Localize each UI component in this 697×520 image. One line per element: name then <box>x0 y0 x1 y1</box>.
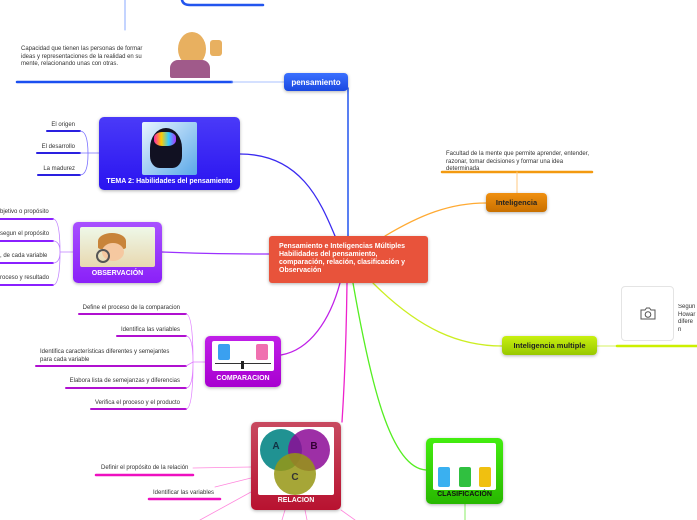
observacion-label: OBSERVACIÓN <box>91 270 144 277</box>
thinking-man-image <box>170 30 228 78</box>
relacion-label: RELACION <box>277 497 315 504</box>
camera-icon <box>640 307 655 320</box>
comparacion-label: COMPARACION <box>216 375 270 382</box>
relacion-node[interactable]: A B C RELACION <box>251 422 341 510</box>
tema2-node[interactable]: TEMA 2: Habilidades del pensamiento <box>99 117 240 190</box>
relacion-child[interactable]: Definir el propósito de la relación <box>101 465 189 471</box>
comparacion-child[interactable]: Define el proceso de la comparacion <box>82 305 180 311</box>
recycling-bins-image <box>433 443 496 490</box>
brain-head-image <box>142 122 197 175</box>
comparacion-child[interactable]: Identifica las variables <box>120 327 180 333</box>
relacion-child[interactable]: Identificar las variables <box>153 490 215 496</box>
balance-scale-image <box>212 341 274 371</box>
observacion-child[interactable]: roceso y resultado <box>0 275 50 281</box>
venn-c: C <box>274 453 316 495</box>
comparacion-child[interactable]: Elabora lista de semejanzas y diferencia… <box>69 378 180 384</box>
tema2-label: TEMA 2: Habilidades del pensamiento <box>106 178 233 185</box>
observacion-child[interactable]: bjetivo o propósito <box>0 209 49 215</box>
pensamiento-note: Capacidad que tienen las personas de for… <box>21 46 143 67</box>
clasificacion-label: CLASIFICACIÓN <box>437 491 492 498</box>
venn-diagram-image: A B C <box>258 427 334 495</box>
inteligencia-multiple-node[interactable]: Inteligencia multiple <box>502 336 597 355</box>
inteligencia-note: Facultad de la mente que permite aprende… <box>446 151 590 172</box>
observacion-child[interactable]: , de cada variable <box>0 253 48 259</box>
comparacion-child[interactable]: Verifica el proceso y el producto <box>94 400 180 406</box>
pensamiento-node[interactable]: pensamiento <box>284 73 348 91</box>
observacion-child[interactable]: segun el propósito <box>0 231 50 237</box>
image-placeholder[interactable] <box>621 286 674 341</box>
tema2-child[interactable]: El desarrollo <box>41 144 75 150</box>
central-topic[interactable]: Pensamiento e Inteligencias Múltiples Ha… <box>269 236 428 283</box>
tema2-child[interactable]: El origen <box>51 122 75 128</box>
tema2-child[interactable]: La madurez <box>43 166 75 172</box>
clasificacion-node[interactable]: CLASIFICACIÓN <box>426 438 503 504</box>
inteligencia-node[interactable]: Inteligencia <box>486 193 547 212</box>
explorer-child-image <box>80 227 155 267</box>
comparacion-node[interactable]: COMPARACION <box>205 336 281 387</box>
inteligencia-multiple-note: Según Howar diferen <box>678 304 696 333</box>
observacion-node[interactable]: OBSERVACIÓN <box>73 222 162 283</box>
comparacion-child[interactable]: Identifica características diferentes y … <box>40 349 170 363</box>
